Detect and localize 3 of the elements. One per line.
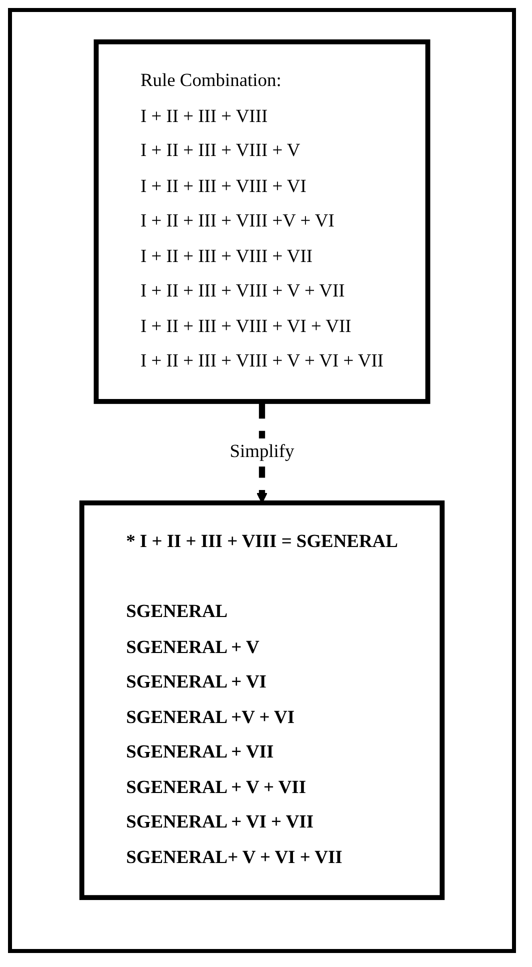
node-box: Rule Combination: I + II + III + VIII I + II + III + VIII + V I + II + III + VIII + VI I + II + III + VIII +V + VI I + II + III + VIII + VII I + II + III + VIII + V + VII I + II + III + VIII + VI + VII I + II + III + VIII + V + VI + VII (94, 39, 430, 404)
edge-label: Simplify (230, 442, 294, 462)
node-box: * I + II + III + VIII = SGENERAL SGENERAL SGENERAL + V SGENERAL + VI SGENERAL +V + VI SGENERAL + VII SGENERAL + V + VII SGENERAL + VI + VII SGENERAL+ V + VI + VII (79, 500, 445, 900)
